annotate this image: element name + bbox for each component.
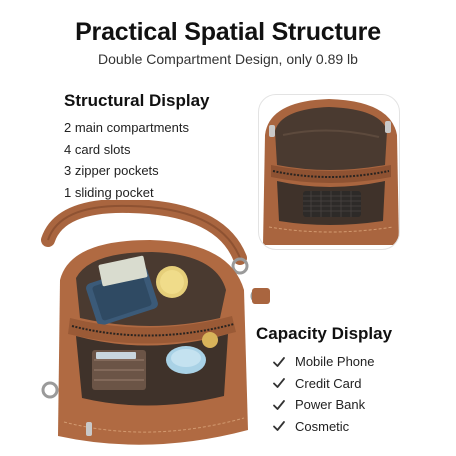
capacity-item-cosmetic: Cosmetic (272, 416, 375, 438)
capacity-item-power-bank: Power Bank (272, 394, 375, 416)
check-icon (273, 421, 285, 432)
capacity-item-label: Power Bank (295, 397, 366, 413)
structural-feature-list: 2 main compartments 4 card slots 3 zippe… (64, 117, 189, 203)
structural-feature-item: 1 sliding pocket (64, 184, 154, 200)
page-subtitle: Double Compartment Design, only 0.89 lb (98, 51, 358, 67)
structural-feature-item: 2 main compartments (64, 120, 189, 135)
bag-interior-illustration (263, 99, 399, 245)
bag-open-photo (30, 198, 280, 456)
capacity-item-mobile-phone: Mobile Phone (272, 351, 375, 373)
check-icon (273, 399, 285, 410)
structural-feature-item: 4 card slots (64, 141, 131, 157)
capacity-item-label: Credit Card (295, 375, 362, 391)
page-title: Practical Spatial Structure (75, 18, 381, 46)
capacity-list: Mobile Phone Credit Card Power Bank Cosm… (272, 351, 375, 437)
check-icon (273, 356, 285, 367)
capacity-item-credit-card: Credit Card (272, 373, 375, 395)
capacity-item-label: Mobile Phone (295, 354, 375, 370)
bag-open-illustration (41, 198, 270, 445)
capacity-display-heading: Capacity Display (256, 324, 393, 343)
capacity-item-label: Cosmetic (295, 418, 350, 434)
structural-display-heading: Structural Display (64, 91, 210, 110)
structural-feature-item: 3 zipper pockets (64, 163, 159, 178)
bag-interior-photo (258, 94, 400, 250)
check-icon (273, 378, 285, 389)
